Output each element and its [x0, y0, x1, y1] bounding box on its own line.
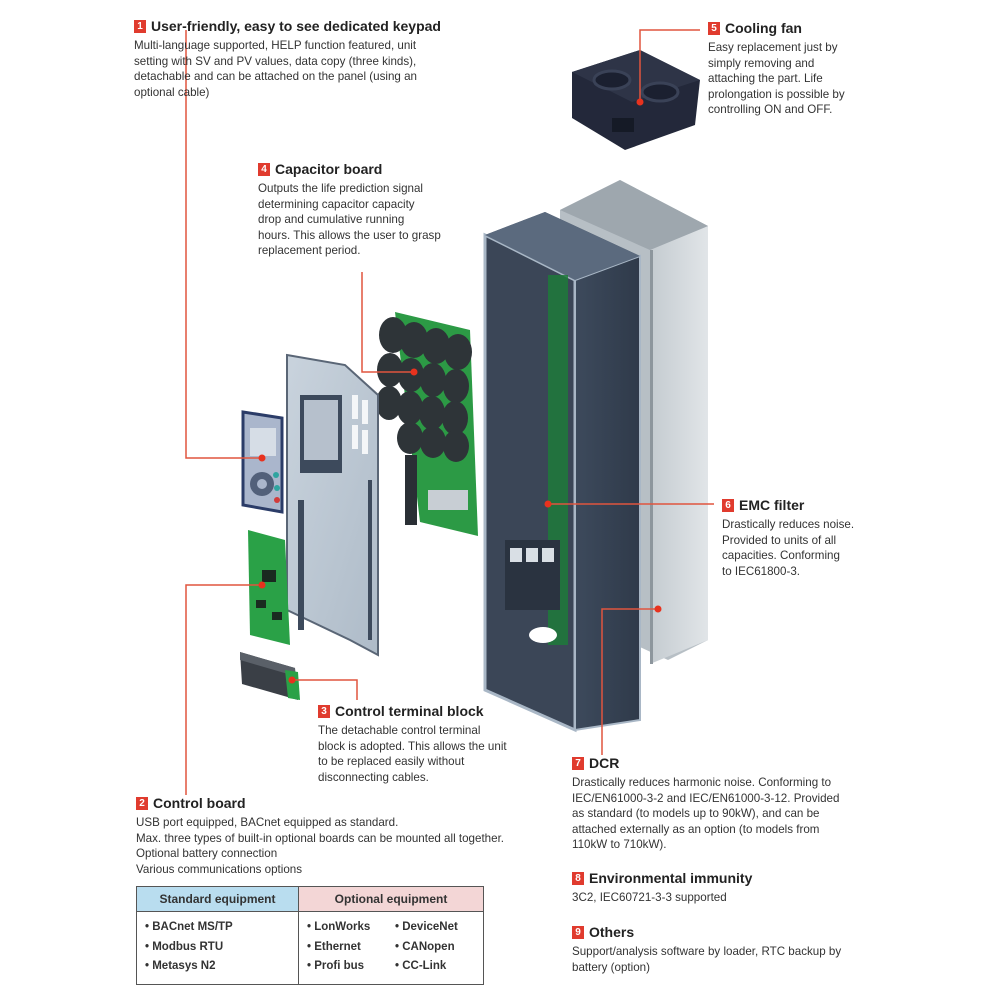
callout-capacitor-board: 4 Capacitor board Outputs the life predic…	[258, 161, 441, 259]
callout-title: Control board	[153, 795, 246, 811]
callout-title: EMC filter	[739, 497, 805, 513]
leader-line-5	[639, 29, 700, 102]
number-badge: 7	[572, 757, 584, 770]
callout-title: Others	[589, 924, 635, 940]
number-badge: 3	[318, 705, 330, 718]
capacitor-board-part	[376, 312, 478, 536]
callout-environmental-immunity: 8 Environmental immunity 3C2, IEC60721-3-…	[572, 870, 752, 906]
control-board-part	[248, 530, 290, 645]
number-badge: 9	[572, 926, 584, 939]
standard-equipment-item: • Metasys N2	[145, 960, 216, 972]
callout-text-line: Support/analysis software by loader, RTC…	[572, 945, 842, 958]
standard-equipment-item: • Modbus RTU	[145, 940, 224, 953]
leader-dot-2	[258, 581, 266, 589]
number-badge: 8	[572, 872, 584, 885]
leader-line-2	[185, 584, 262, 795]
equipment-table: Standard equipment Optional equipment • …	[136, 886, 484, 985]
main-case-part	[483, 212, 641, 733]
callout-title: DCR	[589, 755, 620, 771]
leader-line-3	[292, 679, 358, 700]
callout-text-line: Provided to units of all	[722, 533, 837, 547]
callout-others: 9 Others Support/analysis software by loa…	[572, 924, 841, 975]
callout-control-terminal-block: 3 Control terminal block The detachable c…	[318, 703, 507, 785]
callout-text-line: hours. This allows the user to grasp	[258, 228, 441, 242]
optional-equipment-header: Optional equipment	[298, 886, 484, 912]
leader-dot-1	[258, 454, 266, 462]
callout-text-line: The detachable control terminal	[318, 724, 481, 737]
callout-text-line: as standard (to models up to 90kW), and …	[572, 807, 820, 820]
callout-text-line: detachable and can be attached on the pa…	[134, 70, 417, 83]
callout-text-line: prolongation is possible by	[708, 87, 845, 101]
callout-title: Environmental immunity	[589, 870, 753, 886]
callout-text-line: 3C2, IEC60721-3-3 supported	[572, 891, 727, 904]
callout-text-line: to IEC61800-3.	[722, 564, 800, 578]
leader-dot-3	[288, 676, 296, 684]
leader-dot-7	[654, 605, 662, 613]
callout-text-line: setting with SV and PV values, data copy…	[134, 54, 417, 68]
leader-dot-4	[410, 368, 418, 376]
callout-text-line: USB port equipped, BACnet equipped as st…	[136, 816, 399, 829]
callout-text-line: attached externally as an option (to mod…	[572, 822, 820, 836]
front-plate-part	[286, 353, 379, 657]
optional-equipment-item: • Profi bus	[307, 960, 365, 972]
keypad-part	[241, 410, 284, 514]
leader-dot-5	[636, 98, 644, 106]
number-badge: 5	[708, 22, 720, 35]
callout-text-line: Max. three types of built-in optional bo…	[136, 831, 505, 845]
leader-line-4	[361, 272, 414, 373]
callout-text-line: Optional battery connection	[136, 847, 278, 860]
callout-text-line: optional cable)	[134, 85, 210, 99]
cooling-fan-part	[572, 50, 700, 150]
callout-text-line: Drastically reduces noise.	[722, 518, 855, 531]
callout-keypad: 1 User-friendly, easy to see dedicated ke…	[134, 18, 441, 100]
standard-equipment-header: Standard equipment	[136, 886, 299, 912]
optional-equipment-item: • LonWorks	[307, 921, 371, 933]
callout-text-line: capacities. Conforming	[722, 549, 840, 562]
callout-text-line: controlling ON and OFF.	[708, 103, 833, 116]
callout-text-line: determining capacitor capacity	[258, 197, 415, 211]
optional-equipment-cell: • LonWorks • DeviceNet • Ethernet • CANo…	[298, 911, 484, 985]
callout-text-line: Outputs the life prediction signal	[258, 182, 423, 195]
leader-dot-6	[544, 500, 552, 508]
terminal-block-part	[240, 652, 300, 700]
callout-dcr: 7 DCR Drastically reduces harmonic noise.…	[572, 755, 839, 853]
callout-title: User-friendly, easy to see dedicated key…	[151, 18, 441, 34]
callout-text-line: Multi-language supported, HELP function …	[134, 39, 417, 52]
callout-text-line: Drastically reduces harmonic noise. Conf…	[572, 776, 832, 789]
leader-line-7	[601, 608, 658, 755]
optional-equipment-item: • DeviceNet	[395, 921, 458, 933]
callout-text-line: drop and cumulative running	[258, 213, 405, 226]
optional-equipment-item: • CANopen	[395, 940, 455, 953]
callout-text-line: battery (option)	[572, 960, 650, 974]
callout-text-line: replacement period.	[258, 244, 361, 257]
callout-title: Control terminal block	[335, 703, 484, 719]
callout-cooling-fan: 5 Cooling fan Easy replacement just by si…	[708, 20, 845, 118]
callout-title: Capacitor board	[275, 161, 383, 177]
number-badge: 2	[136, 797, 148, 810]
number-badge: 1	[134, 20, 146, 33]
callout-emc-filter: 6 EMC filter Drastically reduces noise. P…	[722, 497, 854, 579]
callout-text-line: Various communications options	[136, 862, 303, 876]
callout-title: Cooling fan	[725, 20, 802, 36]
standard-equipment-cell: • BACnet MS/TP • Modbus RTU • Metasys N2	[136, 911, 299, 985]
number-badge: 6	[722, 499, 734, 512]
standard-equipment-item: • BACnet MS/TP	[145, 921, 233, 933]
callout-text-line: to be replaced easily without	[318, 755, 465, 768]
callout-control-board: 2 Control board USB port equipped, BACnet…	[136, 795, 504, 877]
leader-line-1	[185, 30, 262, 459]
callout-text-line: IEC/EN61000-3-2 and IEC/EN61000-3-12. Pr…	[572, 791, 840, 805]
callout-text-line: 110kW to 710kW).	[572, 838, 667, 851]
callout-text-line: attaching the part. Life	[708, 72, 823, 85]
callout-text-line: Easy replacement just by	[708, 41, 838, 54]
callout-text-line: disconnecting cables.	[318, 770, 429, 784]
leader-lines	[185, 29, 714, 795]
optional-equipment-item: • Ethernet	[307, 940, 361, 953]
callout-text-line: simply removing and	[708, 56, 815, 70]
number-badge: 4	[258, 163, 270, 176]
optional-equipment-item: • CC-Link	[395, 960, 447, 972]
callout-text-line: block is adopted. This allows the unit	[318, 739, 507, 753]
